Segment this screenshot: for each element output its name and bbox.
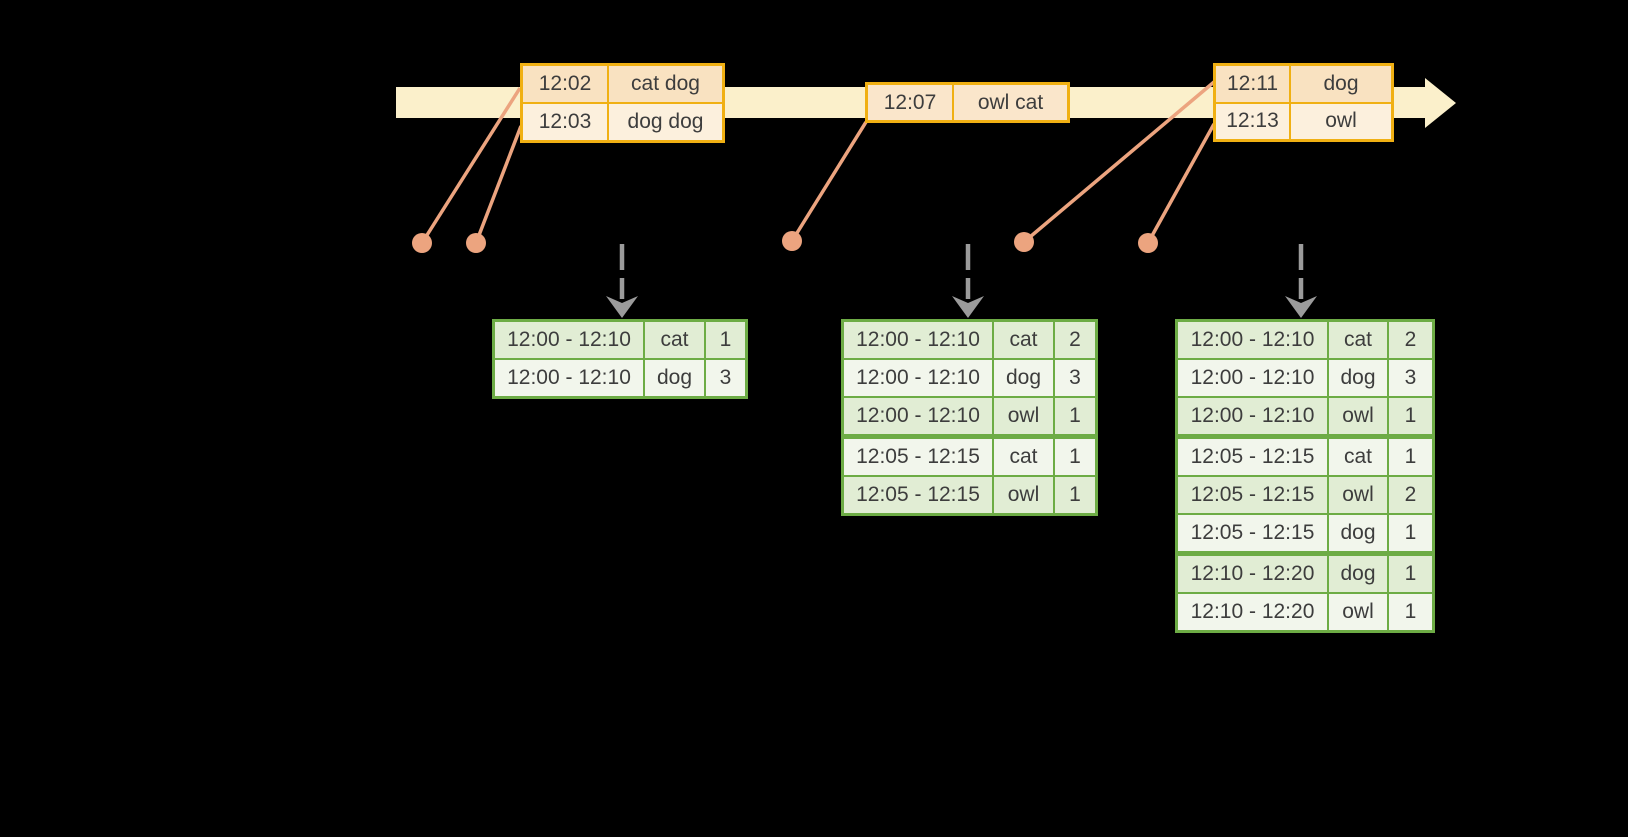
event-connector-line (790, 121, 868, 242)
cell-count: 2 (1053, 322, 1095, 358)
table-row: 12:00 - 12:10 owl 1 (844, 396, 1095, 434)
cell-word: cat (1327, 439, 1387, 475)
cell-count: 3 (1387, 360, 1432, 396)
table-row: 12:10 - 12:20 owl 1 (1178, 592, 1432, 630)
result-table-1: 12:00 - 12:10 cat 1 12:00 - 12:10 dog 3 (492, 319, 748, 399)
event-connector-line (1146, 123, 1216, 244)
cell-window: 12:00 - 12:10 (1178, 398, 1327, 434)
arrow-down-icon (606, 296, 638, 318)
cell-count: 1 (1387, 556, 1432, 592)
event-row: 12:03 dog dog (523, 102, 722, 140)
event-row: 12:02 cat dog (523, 66, 722, 102)
cell-word: dog (1327, 360, 1387, 396)
table-row: 12:05 - 12:15 owl 1 (844, 475, 1095, 513)
event-row: 12:13 owl (1216, 101, 1391, 139)
trigger-arrow (952, 244, 984, 318)
cell-word: dog (992, 360, 1053, 396)
event-table-3: 12:11 dog 12:13 owl (1213, 63, 1394, 142)
event-time: 12:11 (1216, 66, 1289, 102)
result-table-2: 12:00 - 12:10 cat 2 12:00 - 12:10 dog 3 … (841, 319, 1098, 516)
table-row: 12:05 - 12:15 dog 1 (1178, 513, 1432, 551)
event-table-2: 12:07 owl cat (865, 82, 1070, 123)
event-row: 12:07 owl cat (868, 85, 1067, 120)
cell-word: owl (992, 477, 1053, 513)
arrow-down-icon (1285, 296, 1317, 318)
cell-word: owl (992, 398, 1053, 434)
table-row: 12:05 - 12:15 cat 1 (844, 434, 1095, 475)
cell-word: owl (1327, 594, 1387, 630)
cell-window: 12:05 - 12:15 (844, 477, 992, 513)
cell-word: owl (1327, 477, 1387, 513)
event-dot (782, 231, 802, 251)
trigger-arrow (606, 244, 638, 318)
event-dot (466, 233, 486, 253)
event-time: 12:03 (523, 104, 607, 140)
cell-word: cat (1327, 322, 1387, 358)
event-time: 12:07 (868, 85, 952, 120)
table-row: 12:05 - 12:15 cat 1 (1178, 434, 1432, 475)
timeline-arrowhead-icon (1425, 78, 1456, 128)
event-dot (1014, 232, 1034, 252)
cell-window: 12:00 - 12:10 (495, 322, 643, 358)
cell-word: dog (1327, 556, 1387, 592)
cell-count: 1 (1053, 477, 1095, 513)
event-words: dog dog (607, 104, 722, 140)
cell-word: cat (992, 439, 1053, 475)
cell-window: 12:00 - 12:10 (1178, 322, 1327, 358)
table-row: 12:00 - 12:10 cat 1 (495, 322, 745, 358)
event-time: 12:13 (1216, 103, 1289, 139)
event-dot (1138, 233, 1158, 253)
cell-window: 12:10 - 12:20 (1178, 556, 1327, 592)
cell-word: cat (643, 322, 704, 358)
cell-count: 3 (704, 360, 745, 396)
cell-window: 12:00 - 12:10 (844, 398, 992, 434)
cell-count: 1 (1053, 439, 1095, 475)
trigger-arrow (1285, 244, 1317, 318)
event-connector-line (474, 125, 523, 244)
table-row: 12:05 - 12:15 owl 2 (1178, 475, 1432, 513)
cell-word: dog (643, 360, 704, 396)
table-row: 12:00 - 12:10 cat 2 (844, 322, 1095, 358)
cell-word: cat (992, 322, 1053, 358)
cell-window: 12:05 - 12:15 (1178, 477, 1327, 513)
cell-count: 1 (1387, 515, 1432, 551)
event-connector-line (1022, 80, 1216, 244)
event-time: 12:02 (523, 66, 607, 102)
table-row: 12:00 - 12:10 dog 3 (844, 358, 1095, 396)
cell-window: 12:00 - 12:10 (844, 360, 992, 396)
table-row: 12:00 - 12:10 dog 3 (495, 358, 745, 396)
event-words: cat dog (607, 66, 722, 102)
event-words: dog (1289, 66, 1391, 102)
cell-window: 12:00 - 12:10 (1178, 360, 1327, 396)
cell-word: dog (1327, 515, 1387, 551)
cell-window: 12:05 - 12:15 (1178, 515, 1327, 551)
cell-count: 1 (1387, 439, 1432, 475)
event-words: owl (1289, 103, 1391, 139)
event-row: 12:11 dog (1216, 66, 1391, 102)
arrow-down-icon (952, 296, 984, 318)
event-dot (412, 233, 432, 253)
cell-count: 2 (1387, 477, 1432, 513)
cell-count: 1 (1387, 398, 1432, 434)
cell-count: 2 (1387, 322, 1432, 358)
cell-window: 12:00 - 12:10 (495, 360, 643, 396)
result-table-3: 12:00 - 12:10 cat 2 12:00 - 12:10 dog 3 … (1175, 319, 1435, 633)
cell-window: 12:05 - 12:15 (1178, 439, 1327, 475)
cell-count: 3 (1053, 360, 1095, 396)
cell-count: 1 (1053, 398, 1095, 434)
event-connector-line (420, 87, 522, 244)
table-row: 12:10 - 12:20 dog 1 (1178, 551, 1432, 592)
cell-count: 1 (704, 322, 745, 358)
event-table-1: 12:02 cat dog 12:03 dog dog (520, 63, 725, 143)
cell-window: 12:00 - 12:10 (844, 322, 992, 358)
table-row: 12:00 - 12:10 owl 1 (1178, 396, 1432, 434)
table-row: 12:00 - 12:10 dog 3 (1178, 358, 1432, 396)
cell-count: 1 (1387, 594, 1432, 630)
cell-window: 12:05 - 12:15 (844, 439, 992, 475)
event-words: owl cat (952, 85, 1067, 120)
table-row: 12:00 - 12:10 cat 2 (1178, 322, 1432, 358)
cell-window: 12:10 - 12:20 (1178, 594, 1327, 630)
cell-word: owl (1327, 398, 1387, 434)
